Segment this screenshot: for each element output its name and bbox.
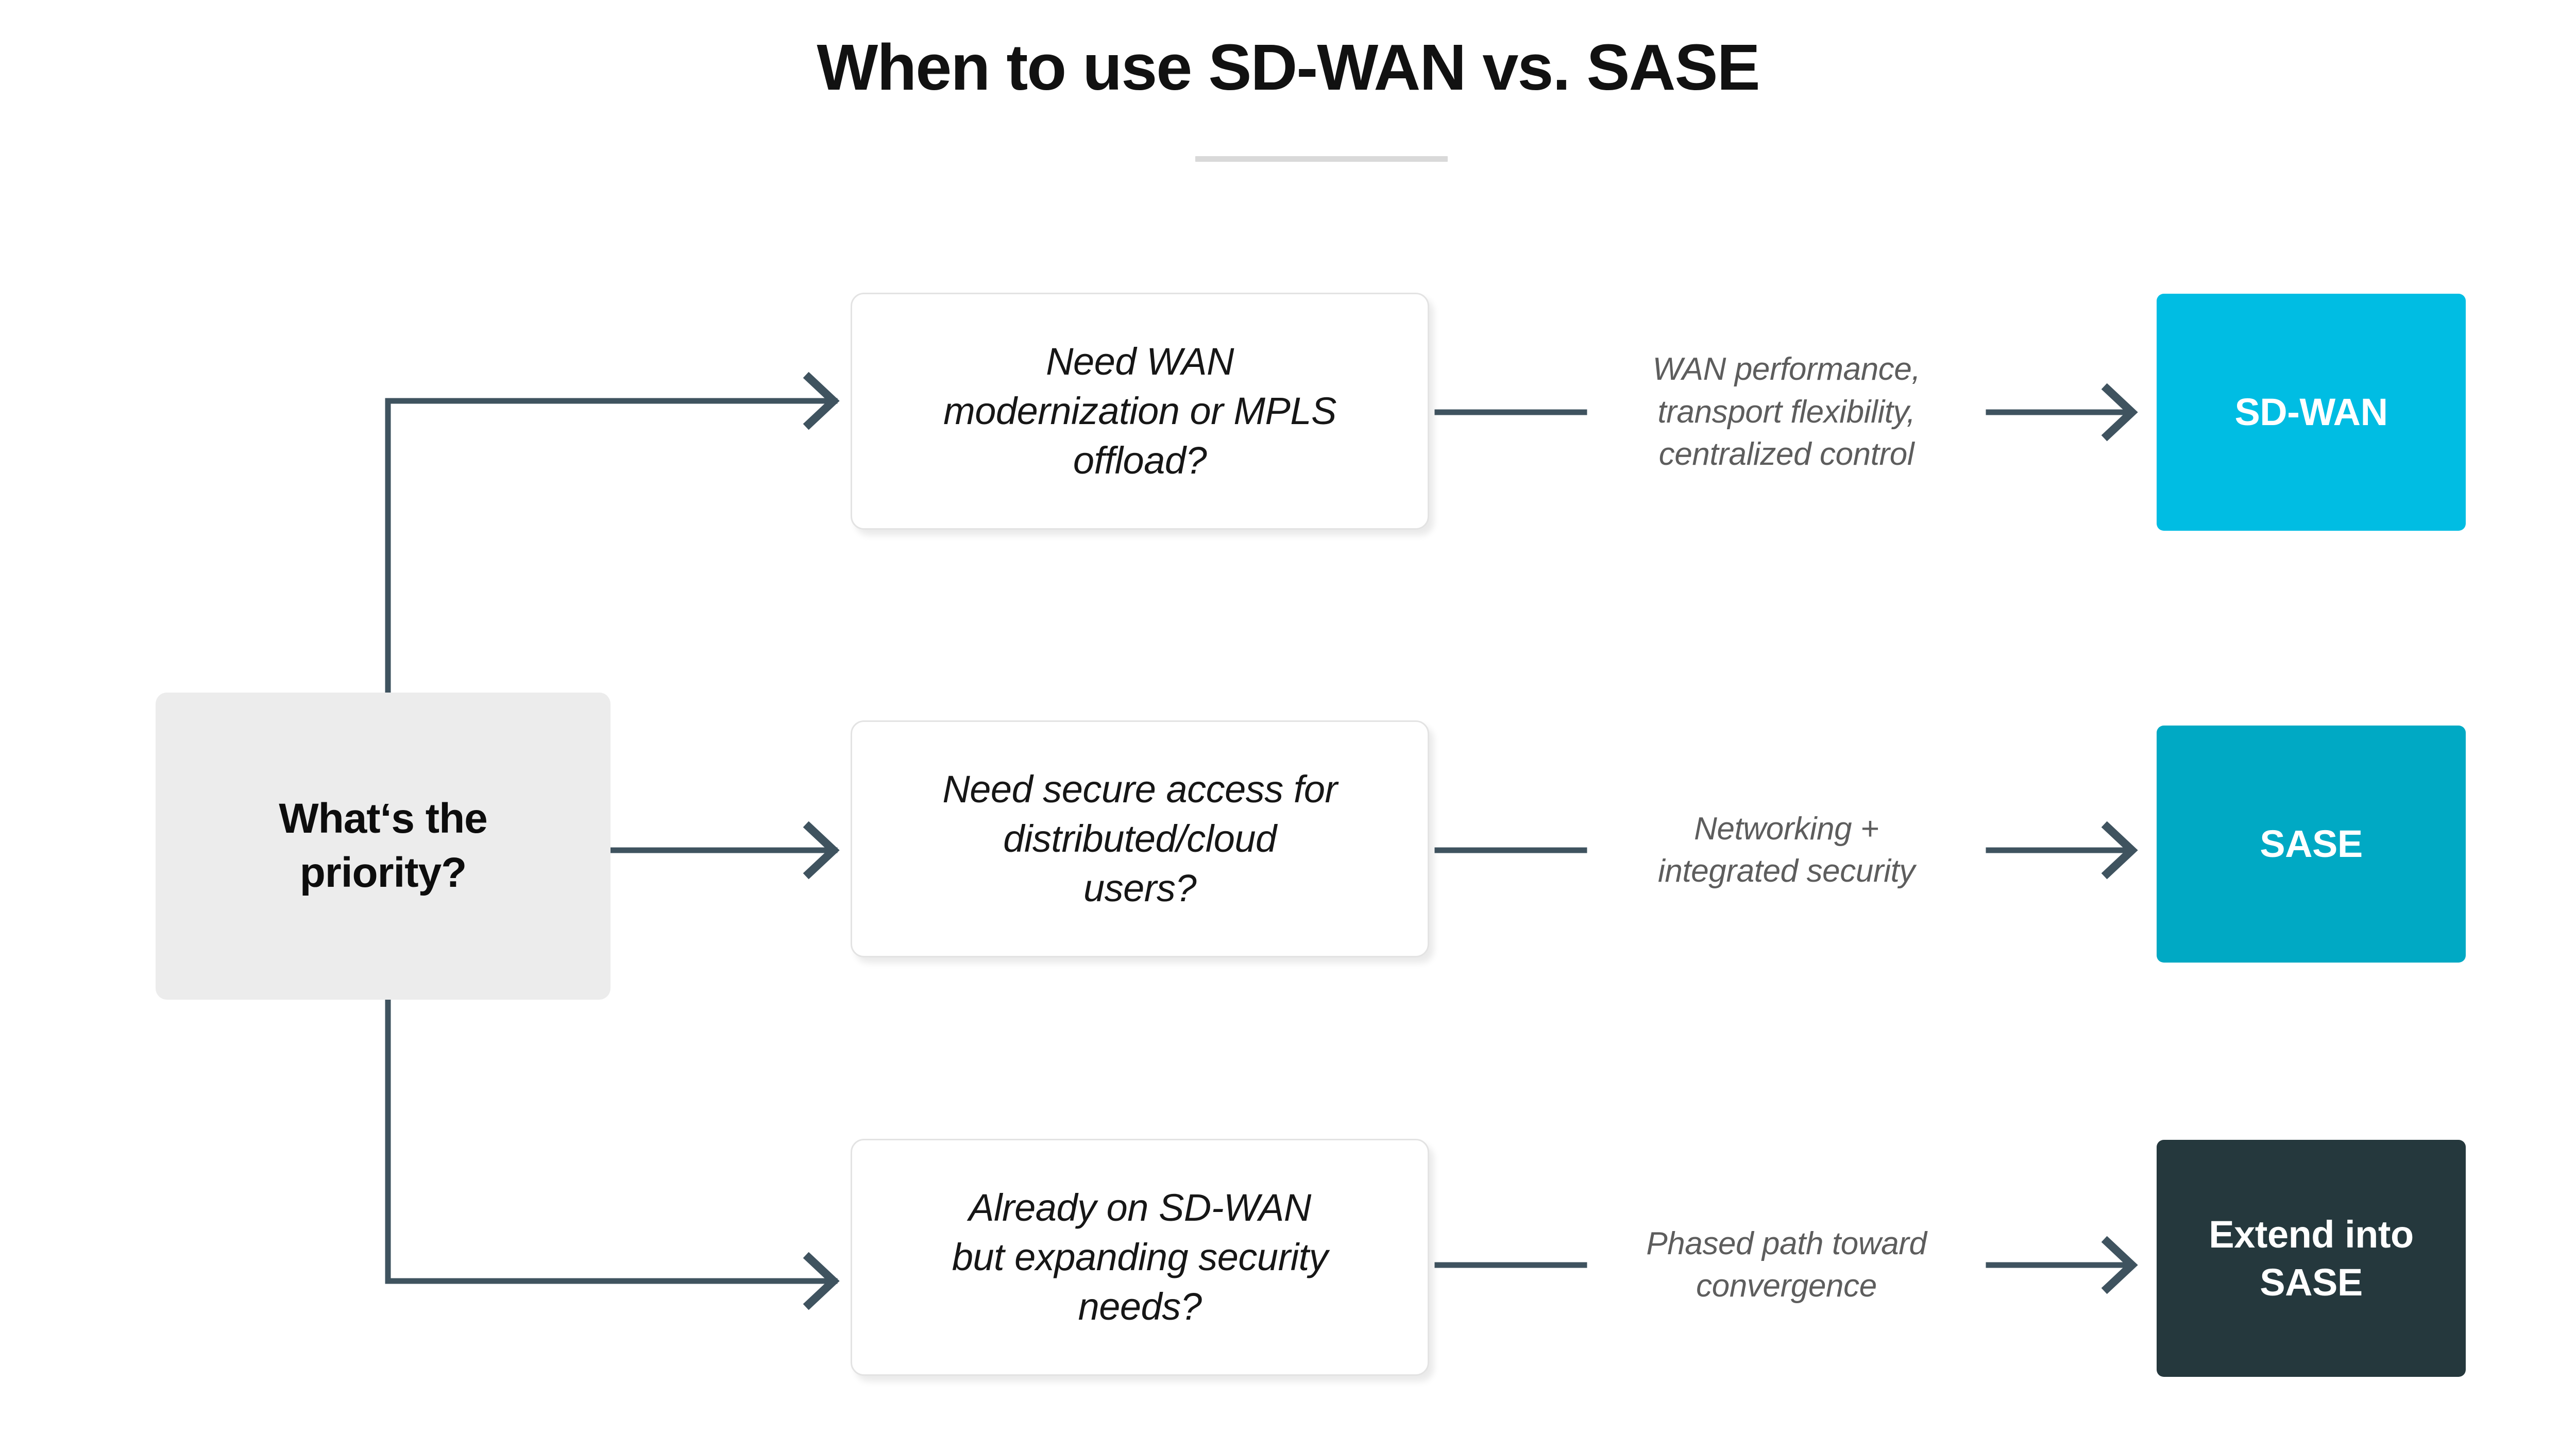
decision-node-line-1: What‘s the bbox=[279, 795, 488, 843]
outcome-node-label: SD-WAN bbox=[2234, 391, 2388, 434]
question-line-3: users? bbox=[1083, 867, 1197, 910]
edge-label-line-2: transport flexibility, bbox=[1657, 394, 1916, 430]
outcome-node-label: Extend into SASE bbox=[2209, 1210, 2414, 1306]
question-line-3: needs? bbox=[1078, 1285, 1202, 1328]
edge-label-line-3: centralized control bbox=[1658, 436, 1914, 473]
question-node-label: Need WAN modernization or MPLS offload? bbox=[943, 337, 1336, 486]
question-line-3: offload? bbox=[1073, 439, 1207, 482]
outcome-node-sdwan[interactable]: SD-WAN bbox=[2157, 294, 2466, 531]
page-title: When to use SD-WAN vs. SASE bbox=[817, 31, 1760, 104]
question-node-label: Already on SD-WAN but expanding security… bbox=[952, 1183, 1328, 1332]
edge-label-text: WAN performance, transport flexibility, … bbox=[1653, 348, 1921, 476]
edge-label-text: Networking + integrated security bbox=[1658, 808, 1915, 893]
question-line-1: Need WAN bbox=[1046, 340, 1234, 383]
question-line-2: distributed/cloud bbox=[1003, 817, 1277, 860]
title-divider bbox=[1195, 156, 1448, 162]
edge-label-text: Phased path toward convergence bbox=[1646, 1223, 1927, 1308]
arrowhead-question-bottom bbox=[803, 1252, 840, 1310]
question-line-2: but expanding security bbox=[952, 1235, 1328, 1278]
outcome-node-extend-into-sase[interactable]: Extend into SASE bbox=[2157, 1140, 2466, 1377]
decision-node-label: What‘s the priority? bbox=[279, 792, 488, 900]
connector-root-to-question-top bbox=[385, 398, 838, 696]
question-node-secure-access[interactable]: Need secure access for distributed/cloud… bbox=[851, 720, 1429, 957]
edge-label-line-2: integrated security bbox=[1658, 853, 1915, 889]
decision-node-priority[interactable]: What‘s the priority? bbox=[156, 693, 611, 1000]
decision-node-line-2: priority? bbox=[299, 849, 467, 896]
question-line-2: modernization or MPLS bbox=[943, 389, 1336, 432]
arrowhead-question-middle bbox=[803, 821, 840, 880]
outcome-line-1: Extend into bbox=[2209, 1212, 2414, 1256]
outcome-line-2: SASE bbox=[2260, 1261, 2363, 1304]
edge-label-line-1: WAN performance, bbox=[1652, 351, 1921, 387]
question-node-wan-modernization[interactable]: Need WAN modernization or MPLS offload? bbox=[851, 293, 1429, 530]
edge-label-convergence-benefits: Phased path toward convergence bbox=[1584, 1175, 1989, 1355]
edge-label-wan-benefits: WAN performance, transport flexibility, … bbox=[1584, 322, 1989, 502]
arrowhead-outcome-bottom bbox=[2101, 1236, 2138, 1294]
header: When to use SD-WAN vs. SASE bbox=[0, 0, 2576, 186]
edge-label-line-1: Networking + bbox=[1694, 811, 1879, 847]
question-line-1: Need secure access for bbox=[942, 767, 1337, 811]
edge-label-line-1: Phased path toward bbox=[1646, 1225, 1927, 1261]
outcome-node-sase[interactable]: SASE bbox=[2157, 726, 2466, 963]
outcome-node-label: SASE bbox=[2260, 822, 2363, 866]
edge-label-sase-benefits: Networking + integrated security bbox=[1584, 760, 1989, 940]
edge-label-line-2: convergence bbox=[1696, 1268, 1877, 1304]
connector-root-to-question-bottom bbox=[385, 997, 838, 1284]
arrowhead-outcome-top bbox=[2101, 383, 2138, 442]
arrowhead-outcome-middle bbox=[2101, 821, 2138, 880]
arrowhead-question-top bbox=[803, 372, 840, 430]
question-node-already-sdwan[interactable]: Already on SD-WAN but expanding security… bbox=[851, 1139, 1429, 1376]
question-line-1: Already on SD-WAN bbox=[969, 1186, 1311, 1229]
question-node-label: Need secure access for distributed/cloud… bbox=[942, 765, 1337, 914]
